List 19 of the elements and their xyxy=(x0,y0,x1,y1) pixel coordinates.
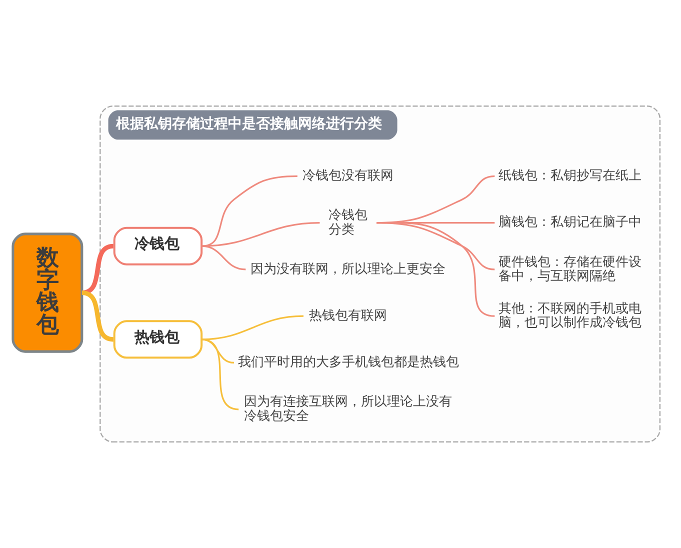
connector xyxy=(202,222,320,247)
connector xyxy=(376,175,495,224)
node-text: 因为有连接互联网，所以理论上没有冷钱包安全 xyxy=(244,394,452,424)
node-text: 冷钱包分类 xyxy=(328,208,368,238)
node-text: 因为没有联网，所以理论上更安全 xyxy=(250,262,446,277)
node-text: 我们平时用的大多手机钱包都是热钱包 xyxy=(238,355,460,370)
node-box: 热钱包 xyxy=(113,320,203,359)
node-text: 硬件钱包：存储在硬件设备中，与互联网隔绝 xyxy=(498,254,642,284)
connector xyxy=(201,175,298,247)
node-text: 冷钱包没有联网 xyxy=(302,168,394,184)
node-box: 冷钱包 xyxy=(113,226,203,266)
node-text: 脑钱包：私钥记在脑子中 xyxy=(498,215,642,230)
node-box: 数字钱包 xyxy=(12,232,84,353)
node-text: 热钱包有联网 xyxy=(309,308,388,324)
node-text: 其他：不联网的手机或电脑，也可以制作成冷钱包 xyxy=(498,301,642,331)
connector xyxy=(201,338,234,364)
connector xyxy=(202,315,304,340)
connector xyxy=(201,338,239,410)
node-text: 纸钱包：私钥抄写在纸上 xyxy=(498,168,642,184)
